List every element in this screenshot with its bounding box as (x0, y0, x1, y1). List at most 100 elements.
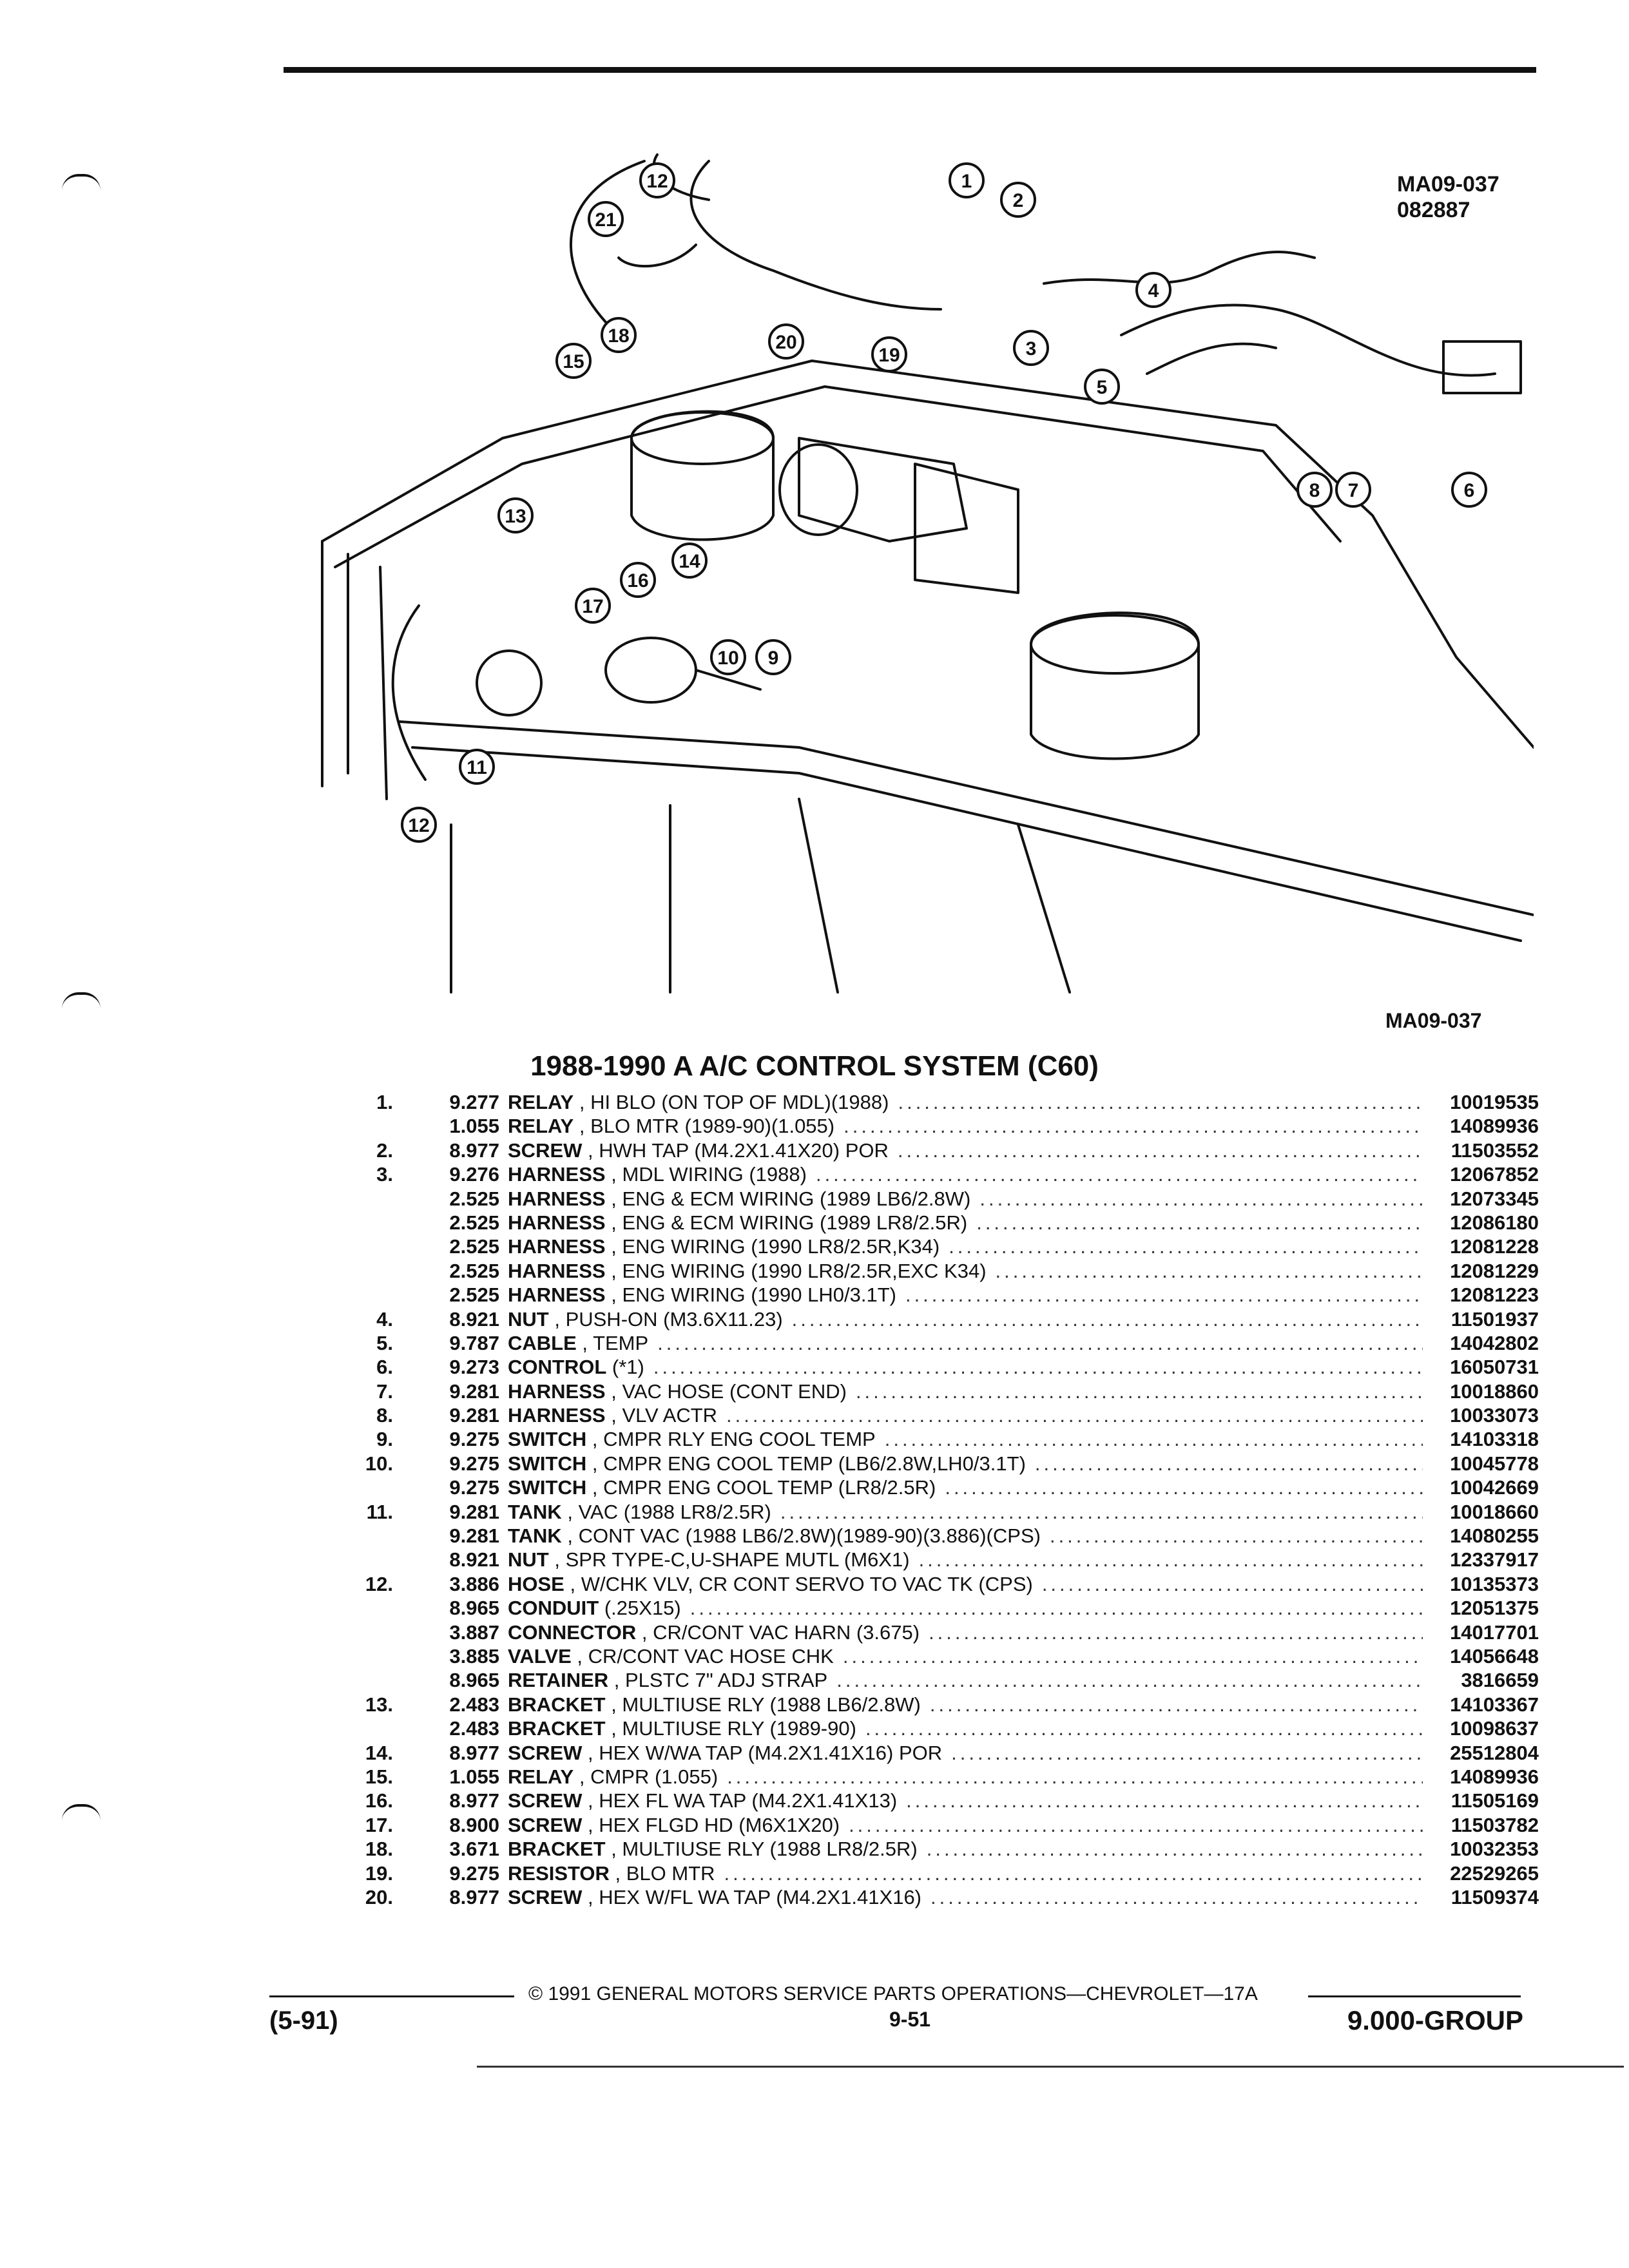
part-number: 12073345 (1450, 1187, 1539, 1210)
part-name: HARNESS (508, 1379, 606, 1403)
svg-text:11: 11 (467, 757, 487, 778)
leader-dots: ........................................… (842, 1644, 1423, 1667)
part-name: BRACKET (508, 1717, 606, 1740)
leader-dots: ........................................… (855, 1379, 1423, 1403)
group-number: 2.483 (449, 1717, 499, 1740)
part-description: HARNESS , VAC HOSE (CONT END)...........… (508, 1379, 1423, 1403)
part-name: SCREW (508, 1789, 583, 1812)
part-description: SCREW , HWH TAP (M4.2X1.41X20) POR......… (508, 1139, 1423, 1162)
item-number: 15. (365, 1765, 393, 1788)
group-label: 9.000-GROUP (1347, 2005, 1523, 2035)
svg-text:18: 18 (608, 325, 629, 347)
part-description: SCREW , HEX W/FL WA TAP (M4.2X1.41X16)..… (508, 1885, 1423, 1909)
group-number: 8.900 (449, 1813, 499, 1836)
margin-mark (62, 1804, 101, 1821)
vac-tank (476, 649, 543, 716)
group-number: 2.525 (449, 1259, 499, 1282)
item-number: 2. (376, 1139, 393, 1162)
bottom-rule (477, 2066, 1624, 2068)
leader-dots: ........................................… (929, 1693, 1423, 1716)
leader-dots: ........................................… (976, 1211, 1423, 1234)
item-number: 14. (365, 1741, 393, 1764)
leader-dots: ........................................… (1049, 1524, 1423, 1548)
part-name: SCREW (508, 1813, 583, 1836)
svg-text:2: 2 (1013, 190, 1024, 211)
group-number: 9.281 (449, 1379, 499, 1403)
part-detail: , PLSTC 7" ADJ STRAP (613, 1669, 828, 1692)
part-detail: , W/CHK VLV, CR CONT SERVO TO VAC TK (CP… (570, 1572, 1033, 1595)
part-name: RETAINER (508, 1669, 609, 1692)
part-name: SWITCH (508, 1476, 587, 1499)
item-number: 5. (376, 1331, 393, 1354)
part-description: HARNESS , VLV ACTR......................… (508, 1403, 1423, 1427)
figure-date-code: 082887 (1397, 198, 1470, 222)
part-name: BRACKET (508, 1693, 606, 1716)
part-description: HARNESS , ENG WIRING (1990 LR8/2.5R,EXC … (508, 1259, 1423, 1283)
ac-control (1442, 340, 1522, 394)
part-description: BRACKET , MULTIUSE RLY (1988 LR8/2.5R)..… (508, 1837, 1423, 1861)
part-detail: , CMPR ENG COOL TEMP (LR8/2.5R) (592, 1476, 936, 1499)
part-detail: , VAC (1988 LR8/2.5R) (567, 1500, 771, 1523)
hood-curve (570, 160, 646, 323)
leader-dots: ........................................… (727, 1765, 1423, 1788)
part-description: RELAY , HI BLO (ON TOP OF MDL)(1988)....… (508, 1090, 1423, 1114)
part-name: CONDUIT (508, 1597, 599, 1620)
cowl-line (334, 385, 1342, 568)
margin-mark (62, 992, 101, 1009)
copyright-notice: © 1991 GENERAL MOTORS SERVICE PARTS OPER… (528, 1983, 1258, 2004)
part-detail: , MULTIUSE RLY (1989-90) (611, 1717, 856, 1740)
top-rule (284, 67, 1536, 73)
part-detail: , HEX W/WA TAP (M4.2X1.41X16) POR (588, 1741, 943, 1764)
group-number: 9.276 (449, 1163, 499, 1186)
part-number: 12081223 (1450, 1283, 1539, 1307)
item-number: 13. (365, 1693, 393, 1716)
group-number: 3.885 (449, 1644, 499, 1667)
part-number: 3816659 (1461, 1669, 1539, 1692)
svg-text:21: 21 (595, 209, 616, 231)
part-name: VALVE (508, 1644, 572, 1667)
part-detail: , CONT VAC (1988 LB6/2.8W)(1989-90)(3.88… (567, 1524, 1041, 1548)
item-number: 16. (365, 1789, 393, 1812)
part-detail: , ENG & ECM WIRING (1989 LR8/2.5R) (611, 1211, 968, 1234)
part-number: 10042669 (1450, 1476, 1539, 1499)
part-description: CONTROL (*1)............................… (508, 1355, 1423, 1379)
parts-row: 2.525 HARNESS , ENG WIRING (1990 LR8/2.5R… (348, 1259, 1540, 1283)
part-name: HARNESS (508, 1163, 606, 1186)
part-name: HARNESS (508, 1235, 606, 1258)
part-detail: , CR/CONT VAC HOSE CHK (577, 1644, 834, 1667)
part-number: 11505169 (1451, 1789, 1539, 1812)
part-name: RELAY (508, 1115, 574, 1138)
svg-text:17: 17 (582, 596, 603, 617)
leader-dots: ........................................… (653, 1356, 1423, 1379)
svg-text:6: 6 (1464, 480, 1475, 501)
part-number: 22529265 (1450, 1861, 1539, 1885)
margin-mark (62, 174, 101, 191)
part-detail: , CMPR (1.055) (579, 1765, 718, 1788)
svg-text:3: 3 (1026, 338, 1037, 360)
svg-text:4: 4 (1148, 280, 1159, 302)
part-name: RELAY (508, 1091, 574, 1113)
part-number: 16050731 (1450, 1356, 1539, 1379)
leader-dots: ........................................… (815, 1163, 1423, 1186)
part-description: HARNESS , ENG WIRING (1990 LH0/3.1T)....… (508, 1283, 1423, 1307)
group-number: 9.275 (449, 1476, 499, 1499)
svg-text:10: 10 (717, 648, 738, 669)
revision-date: (5-91) (269, 2006, 338, 2035)
